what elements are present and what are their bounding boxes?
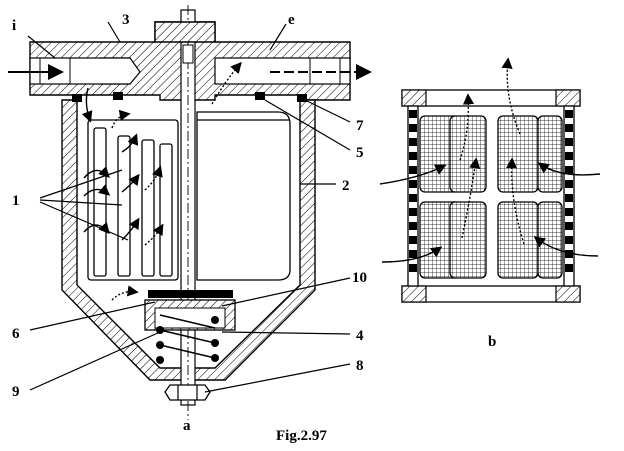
label-9: 9 (12, 384, 20, 400)
spring (156, 314, 219, 364)
gasket-left (72, 94, 82, 102)
bottom-nut (164, 384, 211, 401)
label-8: 8 (356, 358, 364, 374)
gasket-center (255, 92, 265, 100)
top-plate (401, 89, 581, 107)
label-3: 3 (122, 12, 130, 28)
label-a: a (183, 418, 191, 434)
bottom-seal (148, 290, 233, 298)
label-e: e (288, 12, 295, 28)
filter-section-a: i 3 e 1 2 7 5 10 6 4 8 9 a (8, 5, 372, 434)
filter-plates (87, 119, 179, 281)
filter-section-b: b (379, 57, 601, 350)
label-i: i (12, 18, 16, 34)
gasket-right (297, 94, 307, 102)
label-2: 2 (342, 178, 350, 194)
label-b: b (488, 334, 496, 350)
filter-cartridge (196, 111, 291, 281)
label-5: 5 (356, 145, 364, 161)
mesh-elements (419, 115, 563, 279)
bottom-plate (401, 285, 581, 303)
label-4: 4 (356, 328, 364, 344)
label-10: 10 (352, 270, 367, 286)
label-6: 6 (12, 326, 20, 342)
figure-caption: Fig.2.97 (276, 428, 327, 444)
label-1: 1 (12, 193, 20, 209)
label-7: 7 (356, 118, 364, 134)
